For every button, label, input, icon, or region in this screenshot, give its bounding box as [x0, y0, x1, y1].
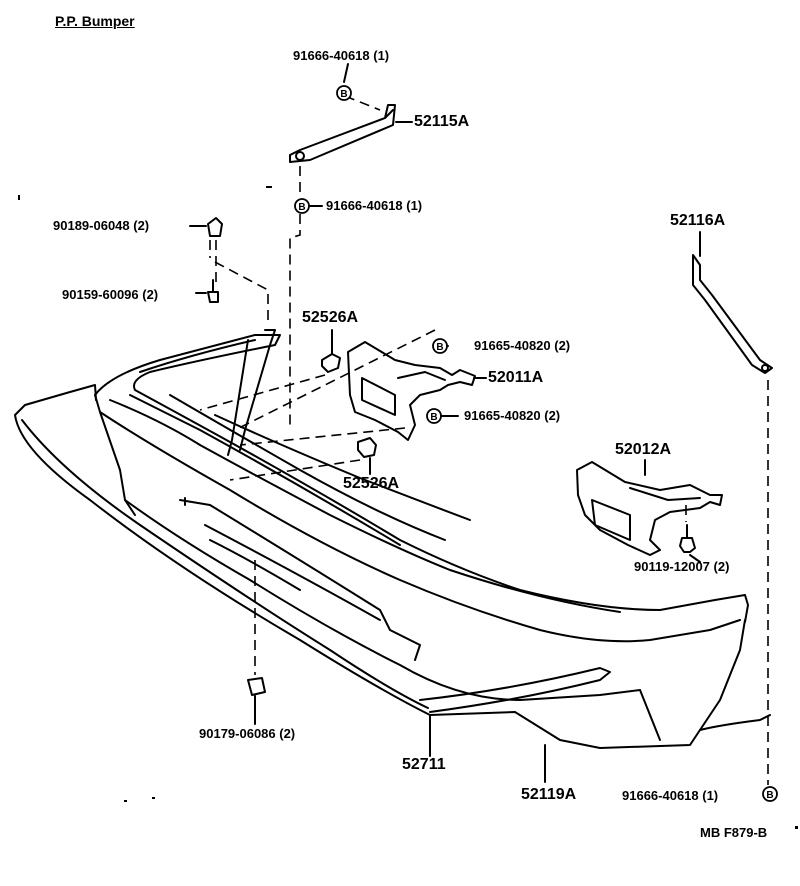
label-52526A-top: 52526A	[302, 309, 359, 326]
clip-52526A-bot	[357, 437, 377, 458]
bracket-52011A	[347, 341, 476, 441]
bumper-cover	[94, 334, 749, 623]
bracket-52116A	[692, 254, 773, 374]
label-90189: 90189-06048 (2)	[53, 218, 150, 233]
fastener-90189	[207, 217, 223, 237]
bracket-52012A	[576, 461, 723, 556]
label-52116A: 52116A	[670, 212, 726, 229]
label-52119A: 52119A	[521, 786, 577, 803]
b-circle-icon	[762, 786, 778, 802]
label-91665-mid: 91665-40820 (2)	[464, 408, 561, 423]
label-52011A: 52011A	[488, 369, 544, 386]
bracket-52115A	[289, 104, 396, 163]
b-glyph: B	[340, 89, 347, 100]
b-glyph: B	[430, 412, 437, 423]
fastener-90159	[207, 279, 219, 303]
label-90179: 90179-06086 (2)	[199, 726, 296, 741]
garnish-strip	[419, 667, 611, 713]
label-52711: 52711	[402, 756, 446, 773]
label-90159: 90159-60096 (2)	[62, 287, 159, 302]
b-circle-icon	[432, 338, 448, 354]
fastener-90179	[247, 677, 266, 696]
label-91666-mid: 91666-40618 (1)	[326, 198, 423, 213]
diagram-title: P.P. Bumper	[55, 13, 135, 29]
label-91666-bot: 91666-40618 (1)	[622, 788, 719, 803]
clip-52526A-top	[321, 353, 341, 373]
b-glyph: B	[766, 790, 773, 801]
label-52012A: 52012A	[615, 441, 672, 458]
b-circle-icon	[336, 85, 352, 101]
label-52526A-bot: 52526A	[343, 475, 400, 492]
b-circle-icon	[426, 408, 442, 424]
figure-code: MB F879-B	[700, 825, 768, 840]
fastener-90119	[679, 524, 696, 553]
label-90119: 90119-12007 (2)	[634, 559, 730, 574]
label-52115A: 52115A	[414, 113, 470, 130]
b-glyph: B	[298, 202, 305, 213]
bolt-markers	[294, 85, 778, 802]
label-91666-top: 91666-40618 (1)	[293, 48, 390, 63]
b-glyph: B	[436, 342, 443, 353]
label-91665-top: 91665-40820 (2)	[474, 338, 571, 353]
b-circle-icon	[294, 198, 310, 214]
